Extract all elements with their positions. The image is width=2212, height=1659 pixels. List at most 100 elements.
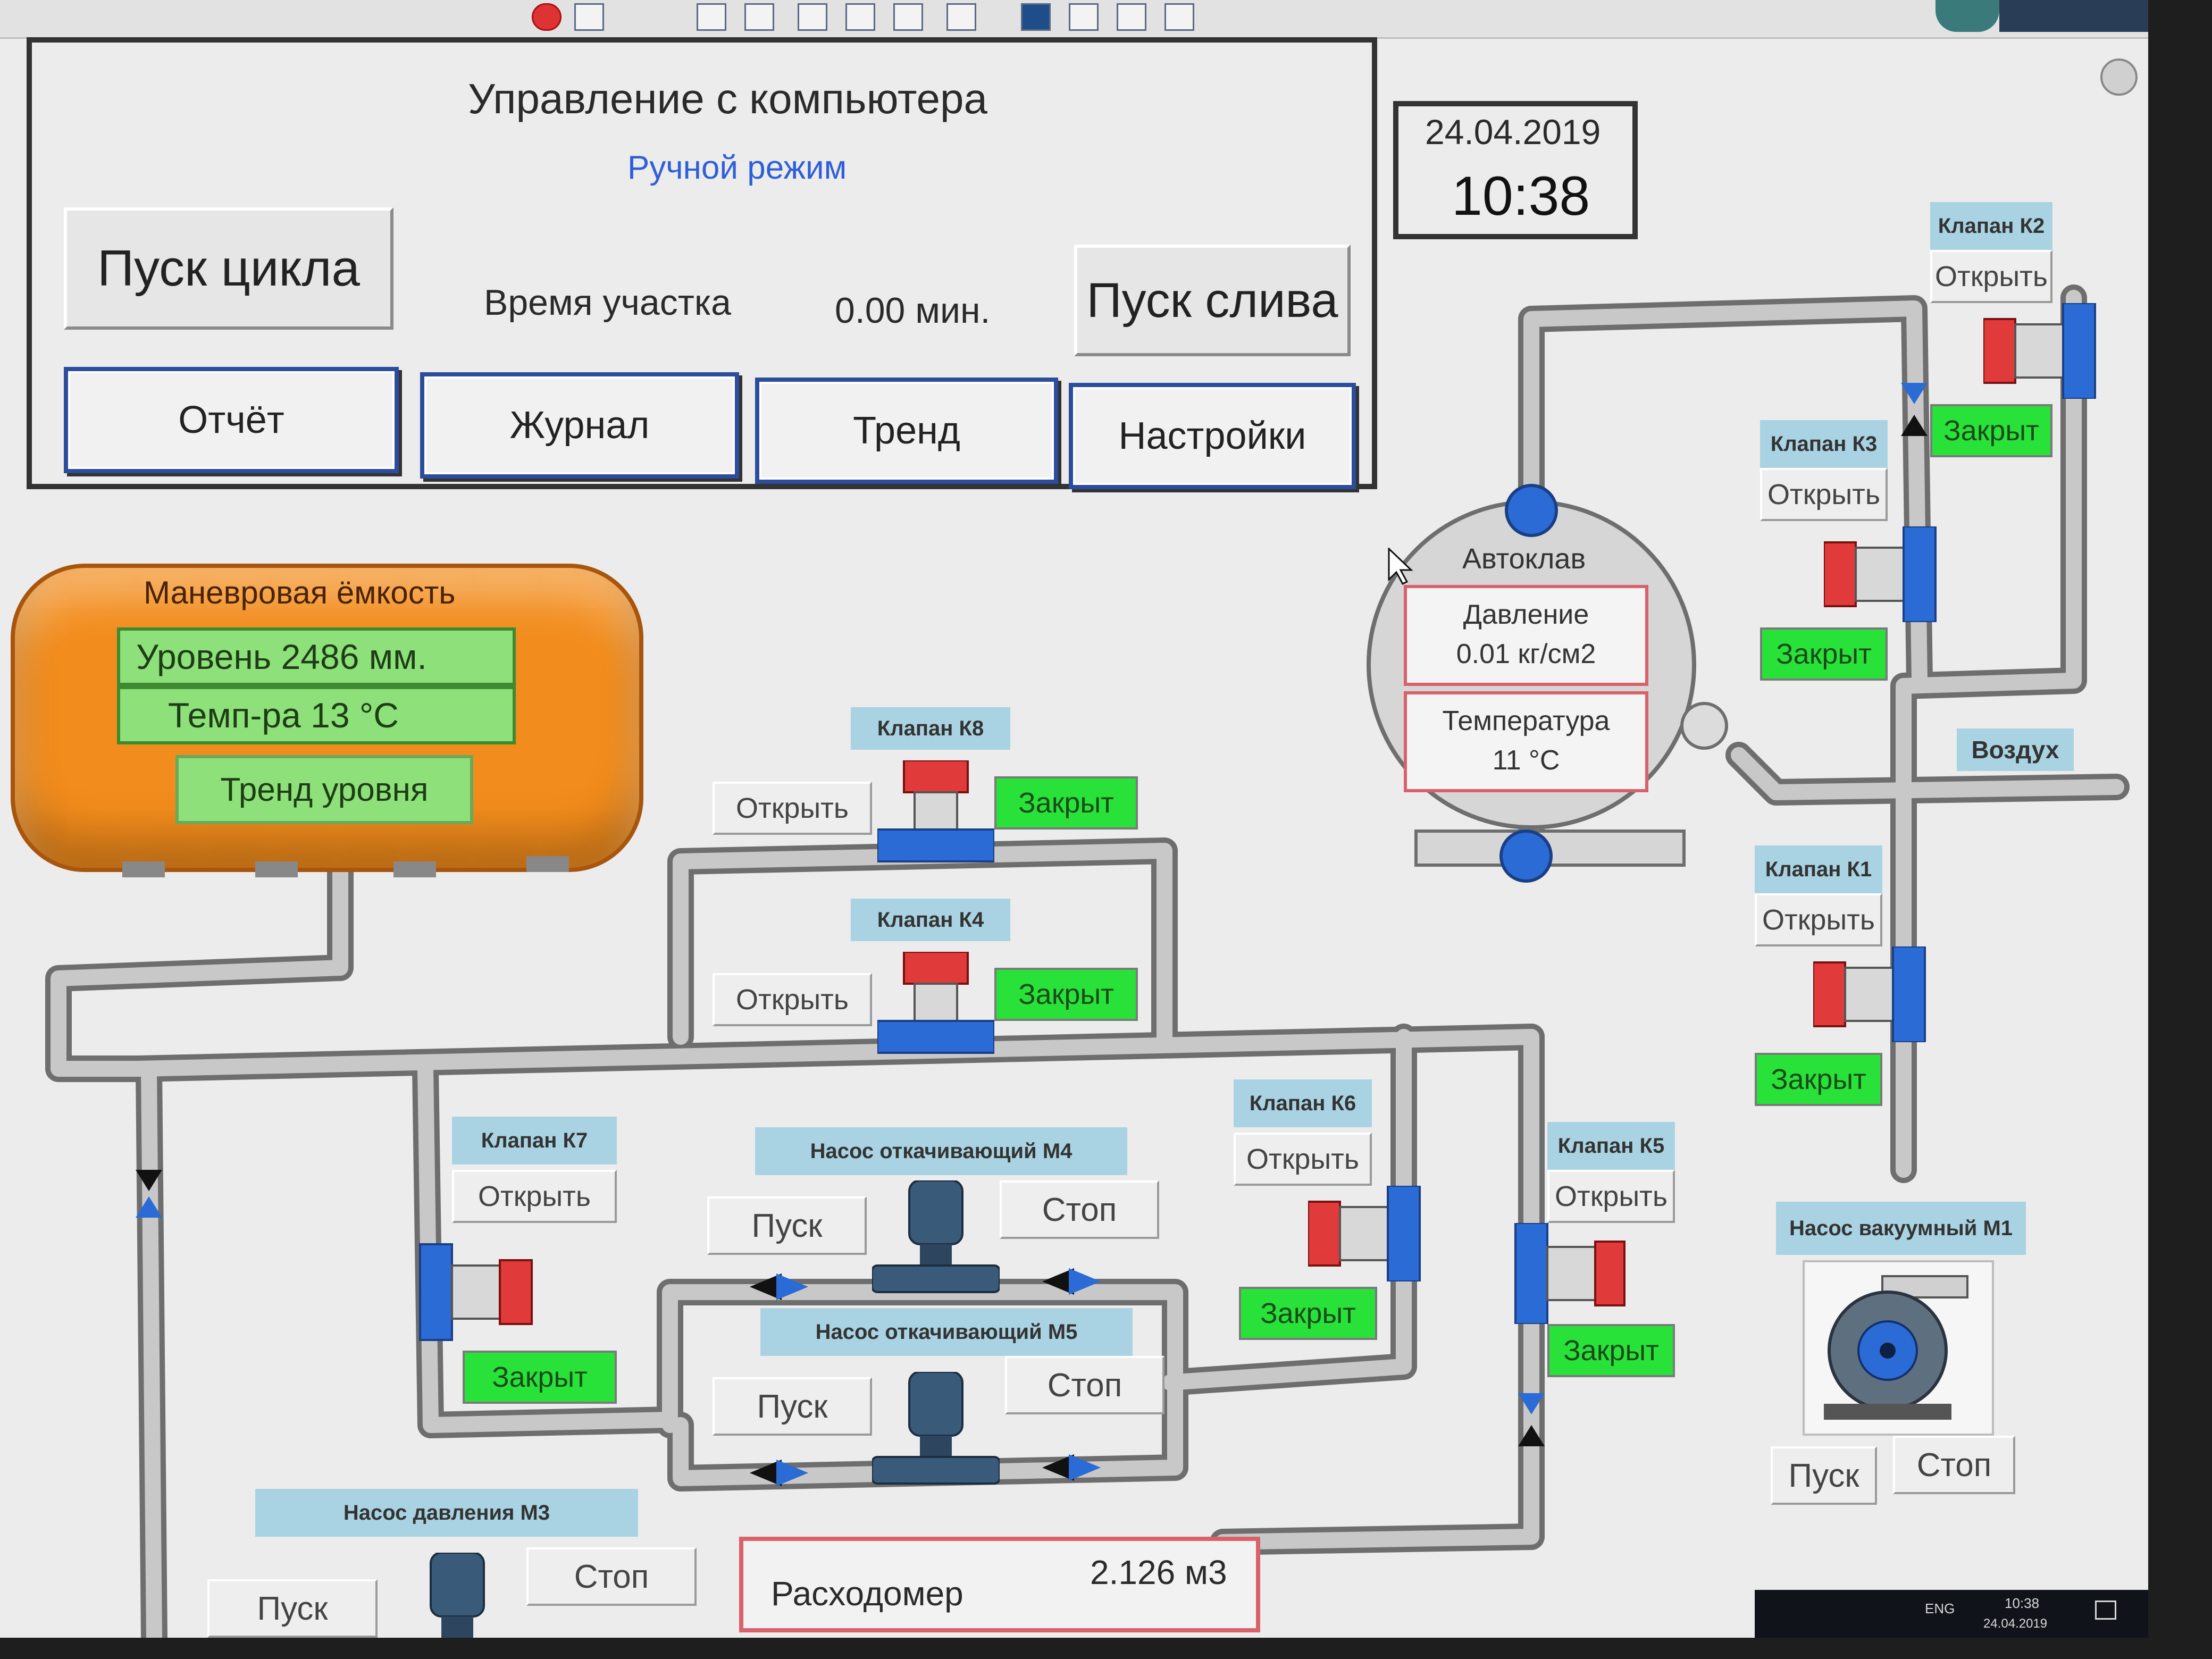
tank-level: Уровень 2486 мм. [117,627,516,686]
journal-button[interactable]: Журнал [420,372,739,479]
section-time-value: 0.00 мин. [835,290,991,331]
start-cycle-button[interactable]: Пуск цикла [64,207,393,330]
window-icon[interactable] [946,3,976,31]
app-toolbar [0,0,2148,39]
valve-k5-open-button[interactable]: Открыть [1547,1170,1675,1223]
valve-k1-label: Клапан К1 [1755,845,1882,893]
report-button[interactable]: Отчёт [64,367,399,473]
valve-k8-state: Закрыт [994,776,1138,830]
clock-time: 10:38 [1452,165,1590,227]
valve-k6-open-button[interactable]: Открыть [1234,1133,1372,1186]
flowmeter-label: Расходомер [771,1574,963,1613]
tank-leg [526,856,569,872]
air-label: Воздух [1957,728,2074,771]
valve-k1-state: Закрыт [1755,1053,1882,1106]
print-icon[interactable] [798,3,827,31]
monitor-bezel-right [2148,0,2212,1659]
pressure-box: Давление 0.01 кг/см2 [1404,585,1648,686]
pump-m4-start-button[interactable]: Пуск [707,1196,867,1255]
pump-m3-icon[interactable] [393,1553,521,1638]
temperature-label: Температура [1442,706,1610,736]
table-icon[interactable] [744,3,774,31]
valve-k7-label: Клапан К7 [452,1117,617,1164]
taskbar [1755,1590,2148,1638]
valve-k6-icon[interactable] [1308,1186,1425,1281]
pump-m1-icon[interactable] [1819,1271,1978,1425]
valve-k8-label: Клапан К8 [851,707,1010,750]
valve-k5-label: Клапан К5 [1547,1122,1675,1170]
valve-k4-open-button[interactable]: Открыть [713,973,872,1026]
valve-k7-icon[interactable] [415,1239,542,1345]
trend-icon[interactable] [1069,3,1099,31]
pump-m3-start-button[interactable]: Пуск [207,1579,378,1638]
temperature-box: Температура 11 °С [1404,691,1648,792]
valve-k3-open-button[interactable]: Открыть [1760,468,1888,521]
trend-button[interactable]: Тренд [755,378,1058,484]
flowmeter-value: 2.126 м3 [1090,1553,1227,1591]
book-icon[interactable] [893,3,923,31]
valve-k1-icon[interactable] [1813,946,1930,1042]
pump-m5-start-button[interactable]: Пуск [713,1377,872,1436]
level-trend-button[interactable]: Тренд уровня [175,755,473,824]
panel-title: Управление с компьютера [468,75,988,122]
notification-icon[interactable] [2095,1601,2116,1620]
valve-k3-state: Закрыт [1760,627,1888,681]
mode-label: Ручной режим [627,149,847,186]
valve-k3-icon[interactable] [1824,526,1941,622]
valve-k7-open-button[interactable]: Открыть [452,1170,617,1223]
valve-k2-open-button[interactable]: Открыть [1930,250,2052,303]
autoclave-top-port [1505,484,1558,537]
taskbar-lang[interactable]: ENG [1925,1601,1955,1616]
taskbar-date[interactable]: 24.04.2019 [1983,1616,2048,1631]
list-icon[interactable] [1117,3,1146,31]
temperature-value: 11 °С [1492,745,1560,776]
autoclave-title: Автоклав [1462,543,1586,575]
pump-m4-stop-button[interactable]: Стоп [1000,1180,1159,1239]
pressure-value: 0.01 кг/см2 [1456,639,1596,669]
pump-m1-start-button[interactable]: Пуск [1771,1446,1877,1505]
tank-leg [122,861,165,877]
valve-k5-icon[interactable] [1510,1223,1627,1324]
pump-m5-label: Насос откачивающий М5 [760,1308,1133,1356]
valve-k8-open-button[interactable]: Открыть [713,782,872,835]
pressure-label: Давление [1463,599,1589,630]
clock-date: 24.04.2019 [1425,112,1601,152]
chart-icon[interactable] [697,3,726,31]
close-icon[interactable] [2100,58,2138,96]
monitor-bezel-bottom [0,1638,2212,1659]
document-icon[interactable] [845,3,875,31]
app-logo [1936,0,1999,32]
valve-k6-state: Закрыт [1239,1287,1377,1340]
pump-m3-label: Насос давления М3 [255,1489,638,1537]
pump-m3-stop-button[interactable]: Стоп [526,1547,697,1606]
pump-m4-label: Насос откачивающий М4 [755,1127,1127,1175]
tank-title: Маневровая ёмкость [144,575,456,610]
mouse-cursor-icon [1388,548,1413,585]
app-badge [1999,0,2148,32]
edit-icon[interactable] [574,3,604,31]
valve-k1-open-button[interactable]: Открыть [1755,893,1882,946]
pump-m1-stop-button[interactable]: Стоп [1893,1436,2015,1494]
start-drain-button[interactable]: Пуск слива [1074,245,1351,356]
valve-k2-label: Клапан К2 [1930,202,2052,250]
air-port [1680,702,1728,750]
pump-m1-label: Насос вакуумный М1 [1776,1202,2026,1255]
valve-k5-state: Закрыт [1547,1324,1675,1377]
section-time-label: Время участка [484,282,731,323]
autoclave-bottom-port [1499,830,1553,883]
pump-m5-stop-button[interactable]: Стоп [1005,1356,1164,1414]
valve-k4-icon[interactable] [877,952,994,1063]
stop-icon[interactable] [532,3,562,31]
tank-temperature: Темп-ра 13 °С [117,686,516,744]
valve-k8-icon[interactable] [877,760,994,872]
scada-screen: Управление с компьютера Ручной режим Пус… [0,0,2148,1638]
valve-k2-icon[interactable] [1983,303,2100,399]
taskbar-time[interactable]: 10:38 [2005,1595,2040,1611]
screens-icon[interactable] [1021,3,1051,31]
report-icon[interactable] [1164,3,1194,31]
valve-k4-label: Клапан К4 [851,899,1010,941]
pump-m5-icon[interactable] [872,1372,1000,1494]
valve-k2-state: Закрыт [1930,404,2052,457]
settings-button[interactable]: Настройки [1069,383,1356,489]
pump-m4-icon[interactable] [872,1180,1000,1303]
